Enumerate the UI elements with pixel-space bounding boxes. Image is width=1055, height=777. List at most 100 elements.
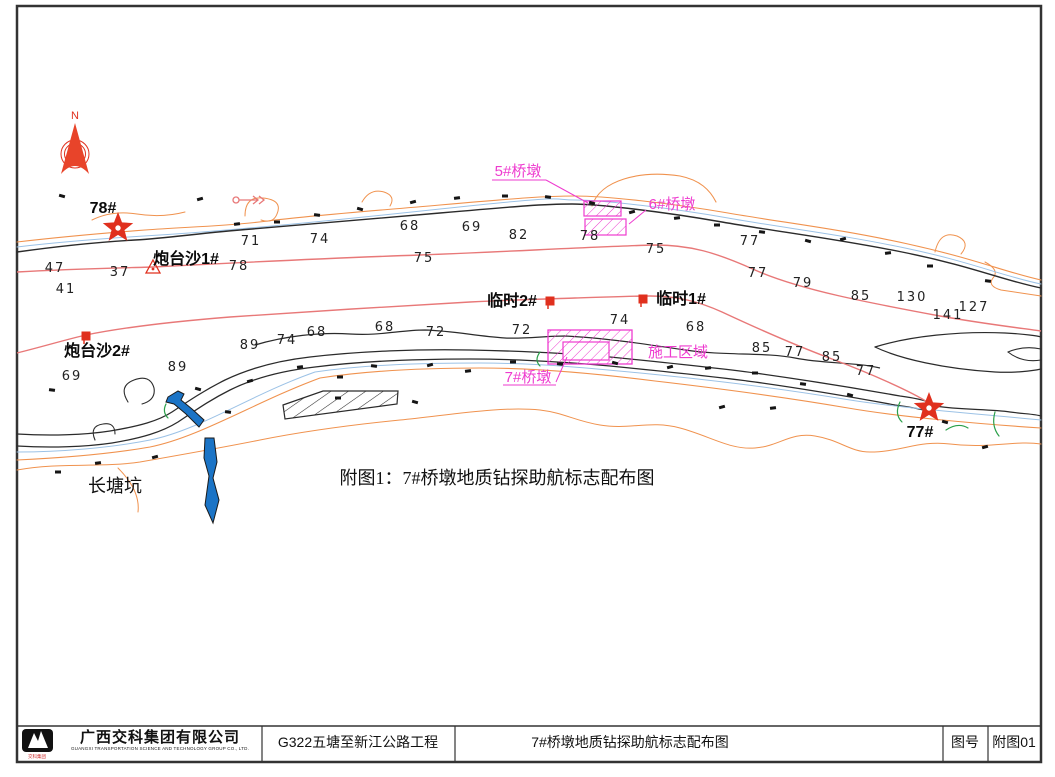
depth-sounding: 79: [793, 276, 814, 291]
figure-number-value: 附图01: [992, 734, 1036, 750]
depth-sounding: 85: [851, 289, 872, 304]
survey-tick: [502, 194, 508, 198]
company-name: 广西交科集团有限公司: [80, 728, 240, 746]
survey-tick: [981, 444, 989, 450]
depth-sounding: 77: [748, 266, 769, 281]
square-icon: [545, 296, 555, 306]
survey-tick: [704, 366, 712, 370]
depth-sounding: 77: [785, 345, 806, 360]
place-labels: 长塘坑: [88, 476, 142, 496]
survey-tick: [556, 362, 564, 366]
title-block: 交科集团 广西交科集团有限公司 GUANGXI TRANSPORTATION S…: [17, 725, 1041, 761]
depth-sounding: 71: [241, 234, 262, 249]
figure-number-label: 图号: [951, 734, 979, 750]
survey-tick: [94, 461, 102, 465]
depth-sounding: 37: [110, 265, 131, 280]
survey-tick: [224, 410, 232, 414]
flow-direction-icon: [232, 195, 266, 205]
construction-zone: [547, 200, 633, 365]
survey-tick: [409, 199, 417, 205]
beacon-label: 临时2#: [487, 291, 537, 310]
depth-sounding: 82: [509, 228, 530, 243]
pier-label: 施工区域: [648, 344, 708, 361]
pier6-rect: [584, 218, 627, 236]
triangle-icon: [144, 258, 162, 274]
compass-needle: [61, 123, 89, 174]
pier-label-text: 7#桥墩: [505, 369, 552, 386]
depth-sounding: 89: [168, 360, 189, 375]
navigation-markers: 78#77#炮台沙2#临时2#临时1#炮台沙1#: [64, 200, 945, 441]
survey-tick: [55, 470, 61, 474]
depth-sounding: 69: [62, 369, 83, 384]
beacon-label: 临时1#: [656, 289, 706, 308]
depth-sounding: 47: [45, 261, 66, 276]
channel-line-upper: [16, 244, 1042, 332]
survey-tick: [370, 364, 378, 368]
survey-tick: [718, 404, 726, 410]
survey-tick: [588, 200, 596, 206]
survey-tick: [673, 216, 681, 220]
square-icon: [81, 331, 91, 341]
stream-y: [165, 390, 205, 428]
company-name-en: GUANGXI TRANSPORTATION SCIENCE AND TECHN…: [71, 746, 249, 751]
survey-tick: [544, 195, 552, 199]
stream-vertical: [203, 437, 220, 525]
survey-tick: [846, 392, 854, 398]
survey-tick: [194, 386, 202, 392]
survey-tick: [196, 196, 204, 202]
survey-tick: [411, 399, 419, 405]
streams: [165, 390, 220, 525]
logo-tag: 交科集团: [28, 753, 46, 760]
pier-label: 7#桥墩: [503, 356, 568, 386]
survey-tick: [426, 362, 434, 368]
channel-line-lower: [16, 295, 930, 404]
beacon-label: 78#: [90, 200, 117, 217]
survey-tick: [758, 230, 766, 234]
beacon-star: 78#: [90, 200, 134, 241]
depth-sounding: 75: [414, 251, 435, 266]
pier-label-text: 施工区域: [648, 344, 708, 361]
place-label: 长塘坑: [88, 476, 142, 496]
square-icon: [638, 294, 648, 304]
beacon-star: 77#: [907, 392, 945, 441]
drawing-title: 7#桥墩地质钻探助航标志配布图: [531, 734, 729, 750]
survey-tick: [464, 369, 472, 373]
depth-sounding: 68: [400, 219, 421, 234]
leader-line: [628, 209, 647, 225]
leader-line: [555, 356, 568, 383]
pier-label: 6#桥墩: [628, 196, 696, 225]
survey-tick: [799, 382, 807, 386]
depth-sounding: 78: [580, 229, 601, 244]
depth-sounding: 69: [462, 220, 483, 235]
depth-sounding: 85: [822, 350, 843, 365]
survey-tick: [296, 365, 304, 369]
depth-sounding: 141: [933, 308, 964, 323]
depth-sounding: 85: [752, 341, 773, 356]
beacon-square: 临时2#: [487, 291, 555, 310]
depth-sounding: 89: [240, 338, 261, 353]
survey-tick: [58, 193, 66, 199]
survey-tick: [804, 238, 812, 244]
company-logo: 交科集团: [22, 729, 53, 760]
depth-sounding: 41: [56, 282, 77, 297]
depth-sounding: 68: [375, 320, 396, 335]
survey-tick: [769, 406, 777, 410]
figure-caption: 附图1：7#桥墩地质钻探助航标志配布图: [340, 468, 655, 488]
survey-tick: [884, 251, 892, 255]
survey-tick: [151, 454, 159, 460]
depth-sounding: 68: [686, 320, 707, 335]
survey-tick: [752, 371, 758, 375]
pier-label-text: 6#桥墩: [649, 196, 696, 213]
beacon-square: 炮台沙2#: [64, 331, 130, 360]
depth-sounding: 74: [310, 232, 331, 247]
survey-tick: [313, 213, 321, 217]
depth-sounding: 75: [646, 242, 667, 257]
pier-label-text: 5#桥墩: [495, 163, 542, 180]
depth-sounding: 74: [610, 313, 631, 328]
survey-tick: [356, 206, 364, 212]
survey-tick: [666, 364, 674, 370]
star-center: [925, 404, 933, 412]
survey-tick: [233, 222, 241, 226]
